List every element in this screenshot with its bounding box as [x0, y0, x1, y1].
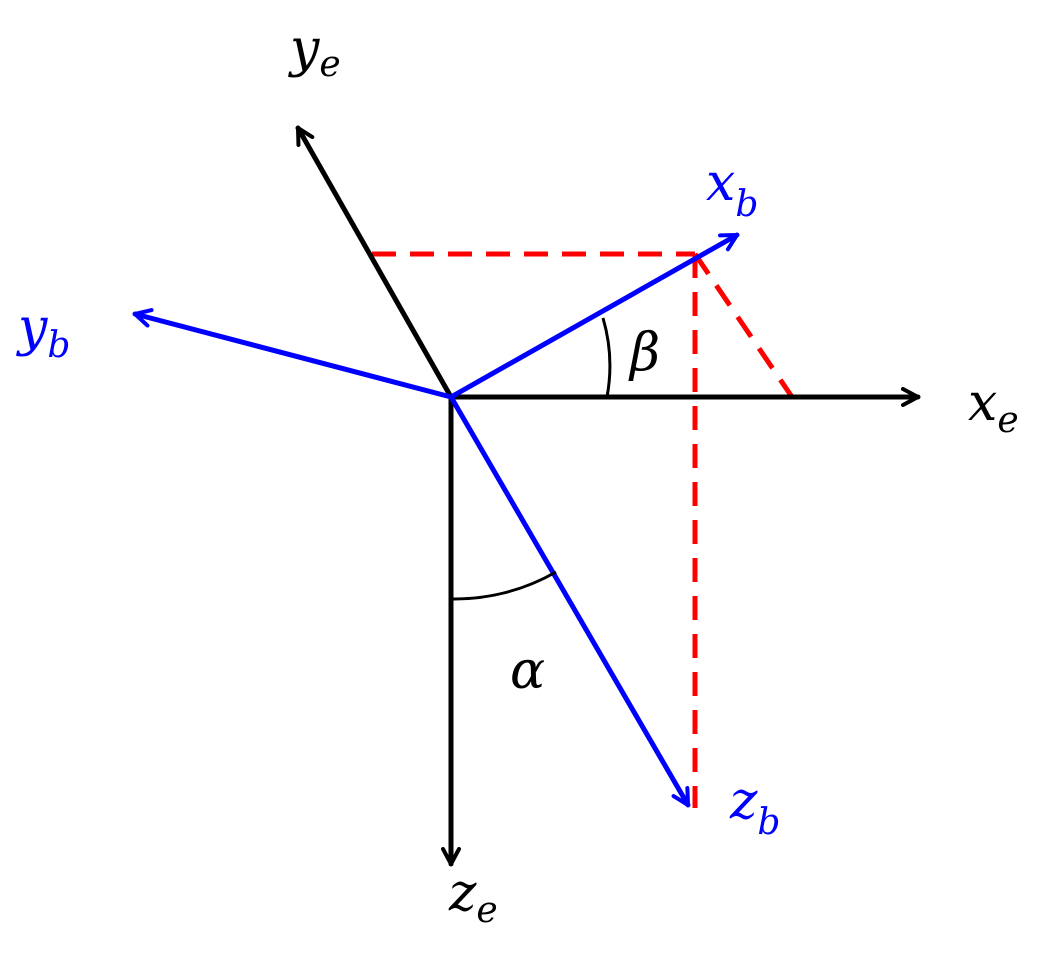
ye-axis	[295, 125, 454, 400]
beta-arc	[601, 317, 612, 398]
xb-axis	[448, 232, 740, 400]
xe-label: xe	[968, 373, 1019, 441]
ze-label: ze	[448, 863, 498, 931]
body-frame-axes	[132, 232, 740, 808]
projection-lines	[372, 251, 795, 808]
beta-label: β	[628, 323, 660, 383]
yb-axis	[132, 308, 454, 400]
earth-frame-axes	[295, 125, 921, 867]
zb-label: zb	[729, 771, 780, 843]
xb-label: xb	[706, 153, 758, 225]
yb-label: yb	[16, 298, 70, 366]
projection-xb-to-xe	[692, 252, 795, 399]
alpha-label: α	[510, 641, 545, 701]
alpha-arc	[452, 570, 557, 601]
angle-arcs	[452, 317, 612, 601]
ye-label: ye	[288, 19, 341, 85]
zb-axis	[448, 394, 691, 808]
